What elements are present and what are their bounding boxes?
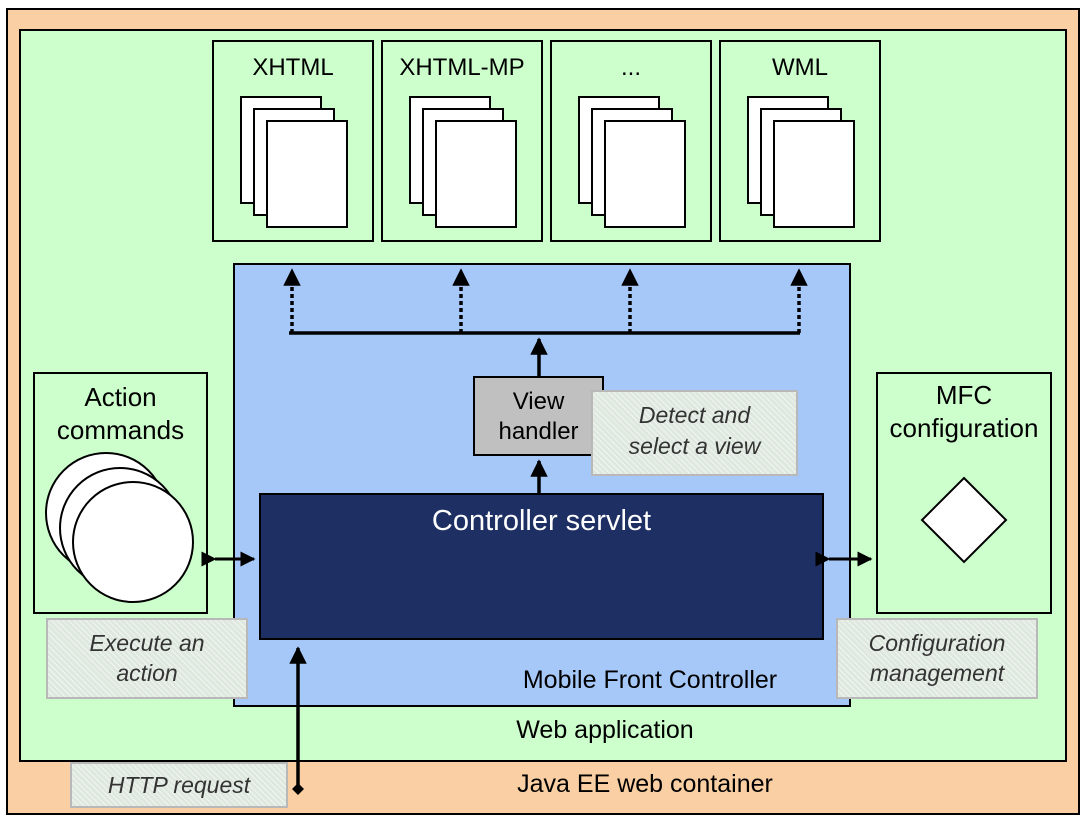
- execute-action-note: [46, 618, 248, 699]
- page-icon: [266, 120, 348, 228]
- view-wml: WML: [719, 40, 881, 242]
- mfc-config-label-2: configuration: [889, 413, 1039, 443]
- detect-note-line1: Detect and: [638, 402, 751, 428]
- view-handler-label-2: handler: [498, 418, 579, 445]
- action-commands-label-1: Action: [84, 382, 157, 412]
- mfc-config-label-1: MFC: [935, 380, 993, 410]
- config-note-line2: management: [869, 660, 1005, 686]
- view-other: ...: [550, 40, 712, 242]
- container-label: Java EE web container: [517, 770, 773, 798]
- execute-note-line1: Execute an: [89, 630, 205, 656]
- view-title: ...: [620, 54, 641, 81]
- mfc-label: Mobile Front Controller: [522, 666, 778, 694]
- page-icon: [604, 120, 686, 228]
- execute-note-line2: action: [116, 660, 178, 686]
- http-request-note: [70, 762, 288, 808]
- view-xhtml: XHTML: [212, 40, 374, 242]
- http-note-label: HTTP request: [107, 772, 251, 798]
- view-title: XHTML-MP: [399, 54, 525, 81]
- mobile-front-controller: [233, 263, 851, 707]
- view-title: WML: [772, 54, 828, 81]
- view-handler: [473, 376, 604, 456]
- action-commands-label-2: commands: [56, 415, 185, 445]
- detect-note-line2: select a view: [628, 433, 761, 459]
- view-title: XHTML: [252, 54, 334, 81]
- page-icon: [435, 120, 517, 228]
- detect-view-note: [591, 390, 798, 476]
- servlet-label: Controller servlet: [431, 505, 652, 537]
- configuration-management-note: [836, 618, 1038, 699]
- view-handler-label-1: View: [512, 388, 565, 415]
- controller-servlet: [259, 493, 824, 640]
- webapp-label: Web application: [516, 716, 694, 744]
- config-note-line1: Configuration: [868, 630, 1006, 656]
- page-icon: [773, 120, 855, 228]
- view-xhtml-mp: XHTML-MP: [381, 40, 543, 242]
